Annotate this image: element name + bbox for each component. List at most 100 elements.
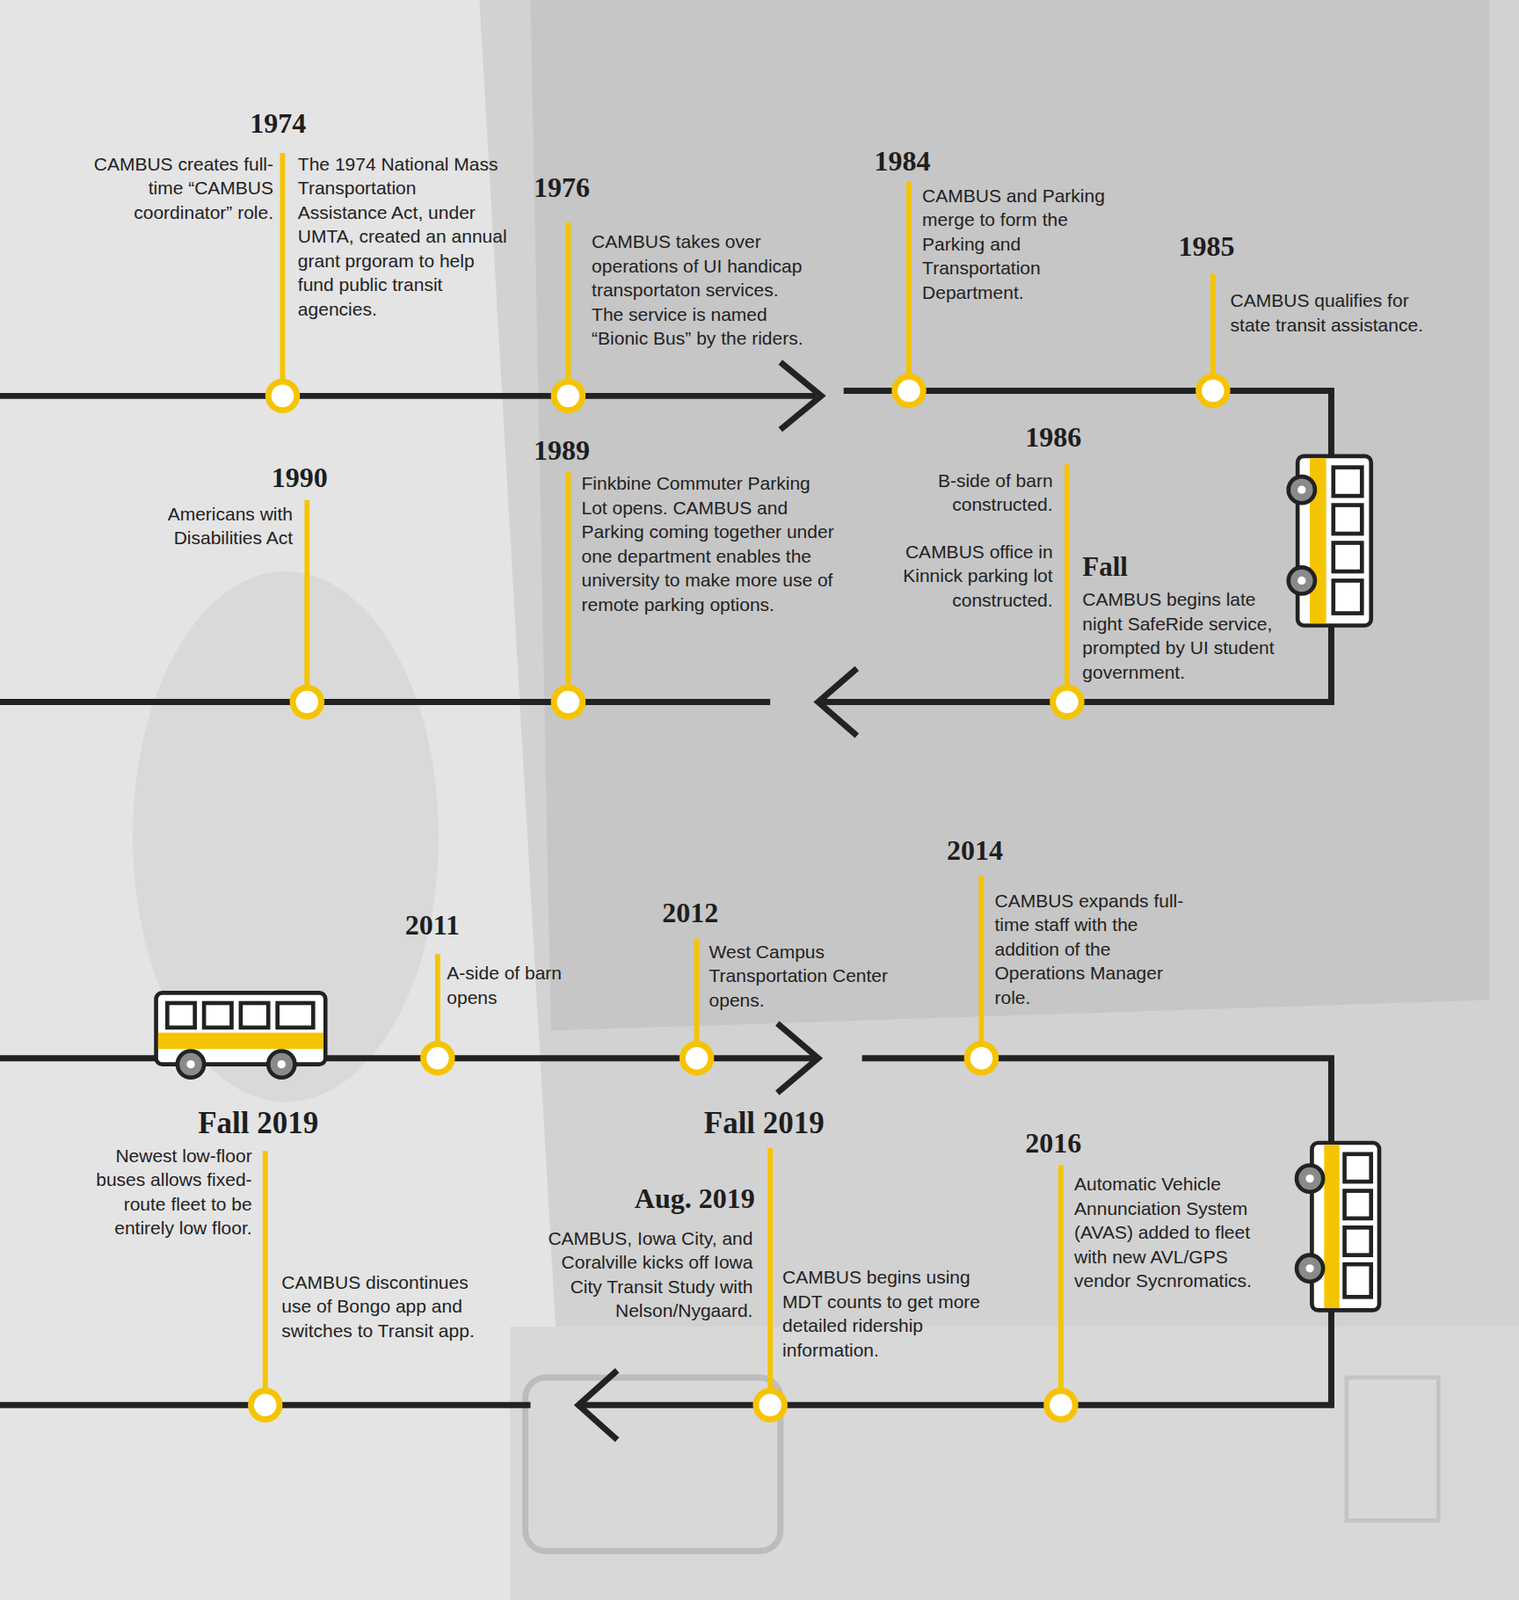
track-chevron [780, 362, 822, 430]
event-stem [1058, 1165, 1064, 1406]
event-text: CAMBUS, Iowa City, and Coralville kicks … [538, 1226, 754, 1323]
year-label: 1990 [271, 461, 328, 494]
event-stem [262, 1150, 269, 1405]
bus-wheel [1288, 476, 1316, 503]
year-label: 2014 [946, 834, 1003, 866]
event-stem [566, 222, 572, 396]
bus-icon [1296, 1142, 1380, 1310]
bus-window [203, 1002, 232, 1028]
event-dot [966, 1043, 996, 1073]
event-text: CAMBUS office in Kinnick parking lot con… [871, 539, 1054, 613]
bus-stripe [158, 1032, 324, 1050]
bus-window [1344, 1227, 1372, 1255]
event-dot [1199, 376, 1228, 406]
bus-body [1311, 1142, 1380, 1310]
event-text: CAMBUS begins using MDT counts to get mo… [782, 1264, 992, 1362]
bus-window [1344, 1264, 1372, 1297]
year-label: 1976 [533, 171, 590, 204]
bus-hub [1297, 576, 1306, 585]
event-dot [682, 1043, 711, 1073]
event-text: The 1974 National Mass Transportation As… [297, 152, 508, 322]
bus-window [167, 1002, 195, 1028]
bus-window [1344, 1191, 1372, 1219]
bus-stripe [1323, 1144, 1339, 1309]
event-dot [755, 1390, 785, 1420]
plate-shade [1346, 1377, 1439, 1521]
year-label: 1986 [1024, 421, 1082, 453]
track-chevron [777, 1023, 818, 1093]
bus-icon [1288, 456, 1372, 626]
event-text: CAMBUS takes over operations of UI handi… [591, 229, 812, 351]
event-text: B-side of barn constructed. [900, 468, 1054, 517]
track-chevron [578, 1370, 618, 1440]
event-dot [553, 687, 582, 717]
bus-hub [1305, 1264, 1314, 1272]
event-dot [292, 687, 321, 717]
track-line [0, 392, 816, 400]
event-text: A-side of barn opens [446, 960, 564, 1010]
rider-shade [132, 571, 439, 1103]
bus-window [1333, 580, 1362, 613]
event-text: CAMBUS creates full-time “CAMBUS coordin… [91, 152, 274, 226]
event-stem [304, 500, 310, 703]
year-label: 2016 [1024, 1126, 1082, 1159]
event-text: West Campus Transportation Center opens. [709, 939, 919, 1013]
year-label: 1985 [1177, 230, 1235, 262]
event-stem [694, 938, 700, 1059]
event-text: CAMBUS begins late night SafeRide servic… [1082, 587, 1292, 684]
bus-window [1333, 467, 1362, 497]
event-text: CAMBUS discontinues use of Bongo app and… [281, 1270, 496, 1344]
bus-window [277, 1002, 314, 1028]
bus-window [240, 1002, 269, 1028]
bus-window [1344, 1154, 1372, 1182]
bus-body-shade [479, 0, 1519, 1600]
track-line [818, 391, 1332, 703]
event-text: CAMBUS and Parking merge to form the Par… [922, 183, 1108, 306]
event-dot [268, 381, 297, 411]
windshield-shade [530, 0, 1490, 1031]
year-label: 1984 [874, 145, 931, 177]
year-label: 2011 [405, 908, 460, 941]
event-stems [265, 152, 1214, 1405]
event-text: CAMBUS qualifies for state transit assis… [1230, 288, 1435, 337]
bus-hub [1305, 1174, 1314, 1183]
bus-hub [1297, 486, 1306, 495]
year-label: 1989 [533, 434, 590, 466]
bus-hub [186, 1060, 195, 1069]
event-dot [894, 376, 924, 406]
bus-hub [277, 1060, 286, 1069]
year-label: 2012 [661, 896, 719, 929]
bus-wheel [177, 1051, 204, 1078]
event-dot [1053, 687, 1082, 717]
event-stem [280, 152, 286, 396]
year-label: 1974 [249, 107, 306, 139]
bus-window [1333, 505, 1362, 535]
event-dot [553, 381, 582, 411]
event-stem [979, 875, 985, 1059]
event-text: Americans with Disabilities Act [129, 501, 293, 551]
event-dot [250, 1390, 279, 1420]
bus-window [1333, 543, 1362, 573]
bus-wheel [1296, 1165, 1323, 1192]
bus-wheel [1296, 1255, 1323, 1282]
bus-wheel [268, 1051, 295, 1078]
bus-wheel [1288, 566, 1316, 594]
event-text: CAMBUS expands full-time staff with the … [994, 888, 1188, 1011]
year-label: Fall 2019 [704, 1105, 825, 1142]
track-line [0, 698, 771, 705]
bus-icon [156, 992, 327, 1077]
year-label: Fall 2019 [197, 1105, 319, 1142]
event-text: Automatic Vehicle Annunciation System (A… [1074, 1171, 1284, 1294]
timeline-track [0, 362, 1331, 1440]
event-text: Newest low-floor buses allows fixed-rout… [83, 1143, 252, 1241]
track-chevron [818, 668, 858, 736]
event-stem [1064, 464, 1070, 702]
event-stem [1210, 273, 1216, 391]
event-stem [566, 471, 572, 702]
bus-bumper-shade [509, 1326, 1519, 1600]
year-label: Fall [1082, 551, 1128, 583]
year-label: Aug. 2019 [530, 1182, 755, 1214]
